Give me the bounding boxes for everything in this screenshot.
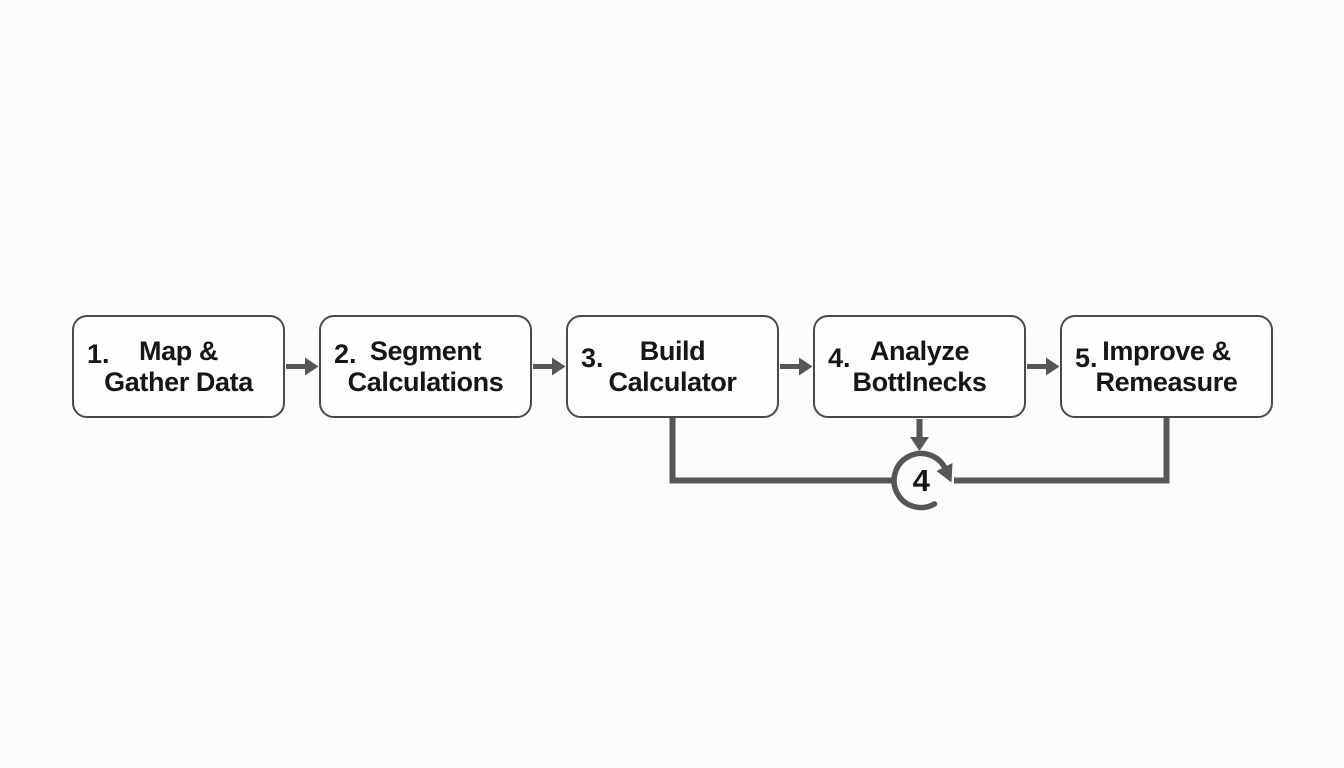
- arrow-step2-step3: [533, 357, 566, 376]
- step-box-analyze-bottlenecks: 4. Analyze Bottlnecks: [813, 315, 1026, 418]
- step-number: 4.: [828, 343, 851, 373]
- step-box-improve-remeasure: 5. Improve & Remeasure: [1060, 315, 1273, 418]
- clockwise-cycle-icon: [891, 450, 953, 511]
- loop-iteration-badge: 4: [894, 454, 948, 508]
- arrow-step1-step2: [286, 357, 319, 376]
- step-number: 2.: [334, 339, 357, 369]
- arrow-step4-step5: [1027, 357, 1060, 376]
- step-label: Analyze Bottlnecks: [852, 335, 987, 397]
- step-label: Map & Gather Data: [104, 335, 253, 397]
- step-number: 3.: [581, 343, 604, 373]
- step-number: 5.: [1075, 343, 1098, 373]
- loop-line-left: [669, 418, 896, 484]
- step-box-segment-calculations: 2. Segment Calculations: [319, 315, 532, 418]
- loop-line-right: [954, 418, 1170, 484]
- arrow-step4-loop: [910, 419, 929, 451]
- step-label: Improve & Remeasure: [1095, 335, 1238, 397]
- step-box-build-calculator: 3. Build Calculator: [566, 315, 779, 418]
- step-number: 1.: [87, 339, 110, 369]
- step-label: Build Calculator: [608, 335, 737, 397]
- loop-iteration-label: 4: [912, 463, 930, 498]
- step-label: Segment Calculations: [347, 335, 504, 397]
- step-box-map-gather-data: 1. Map & Gather Data: [72, 315, 285, 418]
- arrow-step3-step4: [780, 357, 813, 376]
